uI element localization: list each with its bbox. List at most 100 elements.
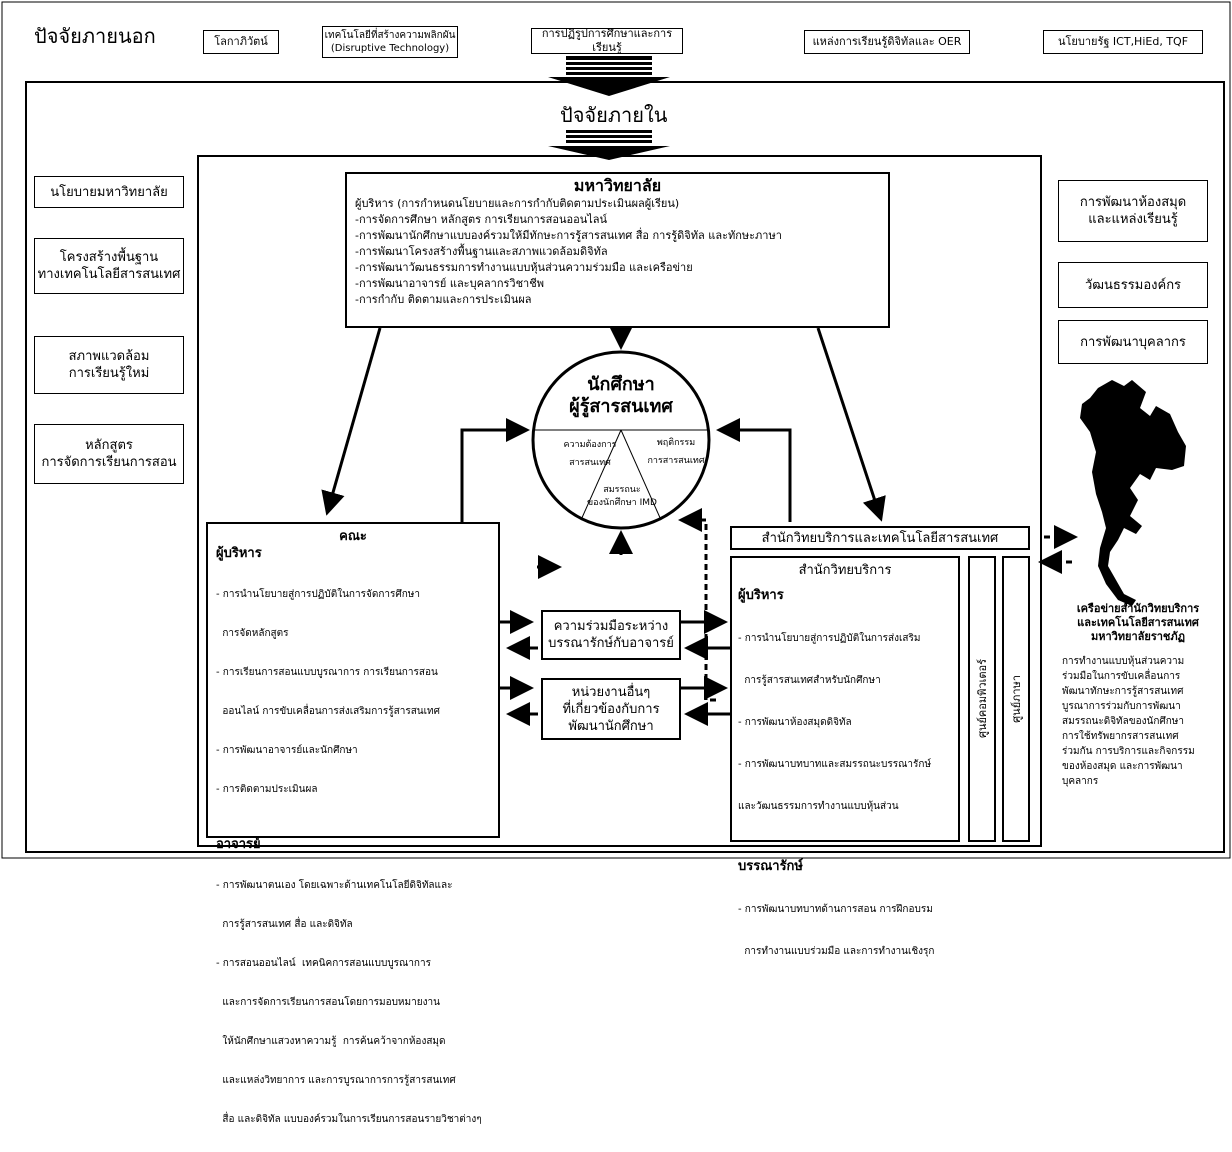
library-service-title: สำนักวิทยบริการ [798, 563, 892, 578]
university-line: -การกำกับ ติดตามและการประเมินผล [355, 293, 532, 306]
network-body-line: สมรรถนะดิจิทัลของนักศึกษา [1062, 716, 1184, 727]
network-title-line: และเทคโนโลยีสารสนเทศ [1077, 616, 1199, 629]
info-need-line2: สารสนเทศ [569, 458, 611, 468]
library-exec-item: - การพัฒนาบทบาทและสมรรถนะบรรณารักษ์ [738, 759, 932, 770]
library-development-box: การพัฒนาห้องสมุด และแหล่งเรียนรู้ [1058, 180, 1208, 242]
librarian-item: การทำงานแบบร่วมมือ และการทำงานเชิงรุก [738, 946, 935, 957]
disruptive-tech-label: เทคโนโลยีที่สร้างความพลิกผัน [324, 30, 456, 41]
it-infrastructure-label-2: ทางเทคโนโลยีสารสนเทศ [37, 267, 181, 282]
university-policy-box: นโยบายมหาวิทยาลัย [34, 176, 184, 208]
disruptive-tech-box: เทคโนโลยีที่สร้างความพลิกผัน (Disruptive… [322, 26, 458, 58]
network-body-line: การใช้ทรัพยากรสารสนเทศ [1062, 731, 1179, 742]
faculty-teacher-item: และการจัดการเรียนการสอนโดยการมอบหมายงาน [216, 997, 440, 1008]
globalization-box: โลกาภิวัตน์ [203, 30, 279, 54]
network-body-line: บุคลากร [1062, 776, 1099, 787]
it-infrastructure-label-1: โครงสร้างพื้นฐาน [59, 250, 159, 265]
university-line: -การพัฒนานักศึกษาแบบองค์รวมให้มีทักษะการ… [355, 229, 782, 242]
gov-policy-box: นโยบายรัฐ ICT,HiEd, TQF [1043, 30, 1203, 54]
digital-oer-box: แหล่งการเรียนรู้ดิจิทัลและ OER [804, 30, 970, 54]
network-title-line: มหาวิทยาลัยราชภัฏ [1090, 630, 1186, 643]
faculty-teacher-item: - การสอนออนไลน์ เทคนิคการสอนแบบบูรณาการ [216, 958, 431, 969]
faculty-exec-heading: ผู้บริหาร [216, 546, 262, 561]
network-body-line: ร่วมมือในการขับเคลื่อนการ [1062, 671, 1181, 682]
faculty-exec-item: ออนไลน์ การขับเคลื่อนการส่งเสริมการรู้สา… [216, 706, 440, 717]
university-line: ผู้บริหาร (การกำหนดนโยบายและการกำกับติดต… [355, 197, 680, 210]
collab-line2: บรรณารักษ์กับอาจารย์ [548, 636, 674, 651]
faculty-exec-item: - การติดตามประเมินผล [216, 784, 318, 795]
info-need-segment: ความต้องการ สารสนเทศ [558, 436, 622, 472]
university-line: -การพัฒนาโครงสร้างพื้นฐานและสภาพแวดล้อมด… [355, 245, 608, 258]
org-culture-box: วัฒนธรรมองค์กร [1058, 262, 1208, 308]
library-exec-heading: ผู้บริหาร [738, 588, 784, 603]
faculty-teacher-item: และแหล่งวิทยาการ และการบูรณาการการรู้สาร… [216, 1075, 456, 1086]
globalization-label: โลกาภิวัตน์ [214, 35, 268, 48]
network-body-line: ของห้องสมุด และการพัฒนา [1062, 761, 1183, 772]
student-title-line1: นักศึกษา [587, 374, 655, 395]
student-title: นักศึกษา ผู้รู้สารสนเทศ [551, 374, 691, 418]
learning-environment-box: สภาพแวดล้อม การเรียนรู้ใหม่ [34, 336, 184, 394]
university-line: -การจัดการศึกษา หลักสูตร การเรียนการสอนอ… [355, 213, 608, 226]
computer-center-label: ศูนย์คอมพิวเตอร์ [975, 659, 989, 739]
language-center-label: ศูนย์ภาษา [1009, 675, 1023, 723]
learning-environment-label-2: การเรียนรู้ใหม่ [68, 366, 150, 381]
education-reform-box: การปฏิรูปการศึกษาและการเรียนรู้ [531, 27, 683, 54]
network-body-line: บูรณาการร่วมกับการพัฒนา [1062, 701, 1181, 712]
faculty-exec-item: - การเรียนการสอนแบบบูรณาการ การเรียนการส… [216, 667, 438, 678]
faculty-title: คณะ [339, 529, 367, 544]
collab-line1: ความร่วมมือระหว่าง [553, 619, 669, 634]
librarian-teacher-collab-box: ความร่วมมือระหว่าง บรรณารักษ์กับอาจารย์ [541, 610, 681, 660]
faculty-teacher-item: สื่อ และดิจิทัล แบบองค์รวมในการเรียนการส… [216, 1114, 482, 1125]
info-need-line1: ความต้องการ [563, 440, 617, 450]
office-header-label: สำนักวิทยบริการและเทคโนโลยีสารสนเทศ [761, 530, 999, 546]
external-factors-title: ปัจจัยภายนอก [34, 24, 156, 48]
faculty-box: คณะ ผู้บริหาร - การนำนโยบายสู่การปฏิบัติ… [206, 522, 500, 1125]
university-box: มหาวิทยาลัย ผู้บริหาร (การกำหนดนโยบายและ… [345, 172, 890, 328]
diagram-graphics [1, 1, 1231, 859]
faculty-exec-item: - การนำนโยบายสู่การปฏิบัติในการจัดการศึก… [216, 589, 420, 600]
university-title: มหาวิทยาลัย [573, 176, 662, 195]
staff-development-box: การพัฒนาบุคลากร [1058, 320, 1208, 364]
library-service-box: สำนักวิทยบริการ ผู้บริหาร - การนำนโยบายส… [730, 556, 960, 957]
network-body-line: การทำงานแบบหุ้นส่วนความ [1062, 656, 1185, 667]
network-title-line: เครือข่ายสำนักวิทยบริการ [1076, 602, 1200, 615]
network-block: เครือข่ายสำนักวิทยบริการ และเทคโนโลยีสาร… [1052, 602, 1224, 789]
it-infrastructure-box: โครงสร้างพื้นฐาน ทางเทคโนโลยีสารสนเทศ [34, 238, 184, 294]
learning-environment-label-1: สภาพแวดล้อม [68, 349, 150, 364]
network-body-line: พัฒนาทักษะการรู้สารสนเทศ [1062, 686, 1184, 697]
internal-to-university-arrow [548, 130, 670, 160]
curriculum-label-1: หลักสูตร [85, 438, 133, 453]
librarian-item: - การพัฒนาบทบาทด้านการสอน การฝึกอบรม [738, 904, 933, 915]
internal-factors-title: ปัจจัยภายใน [560, 103, 668, 127]
librarian-heading: บรรณารักษ์ [738, 859, 803, 874]
computer-center-box: ศูนย์คอมพิวเตอร์ [968, 556, 996, 842]
library-exec-item: - การนำนโยบายสู่การปฏิบัติในการส่งเสริม [738, 633, 921, 644]
digital-oer-label: แหล่งการเรียนรู้ดิจิทัลและ OER [812, 35, 962, 48]
competency-line2: ของนักศึกษา IMD [587, 498, 657, 508]
competency-line1: สมรรถนะ [603, 485, 641, 495]
university-line: -การพัฒนาวัฒนธรรมการทำงานแบบหุ้นส่วนความ… [355, 261, 693, 274]
other-units-line3: พัฒนานักศึกษา [568, 718, 654, 734]
student-title-line2: ผู้รู้สารสนเทศ [569, 396, 673, 417]
curriculum-box: หลักสูตร การจัดการเรียนการสอน [34, 424, 184, 484]
library-exec-item: - การพัฒนาห้องสมุดดิจิทัล [738, 717, 852, 728]
other-units-box: หน่วยงานอื่นๆ ที่เกี่ยวข้องกับการ พัฒนาน… [541, 678, 681, 740]
library-exec-item: และวัฒนธรรมการทำงานแบบหุ้นส่วน [738, 801, 899, 812]
faculty-teacher-heading: อาจารย์ [216, 837, 261, 852]
info-behavior-segment: พฤติกรรม การสารสนเทศ [640, 434, 712, 470]
language-center-box: ศูนย์ภาษา [1002, 556, 1030, 842]
network-body-line: ร่วมกัน การบริการและกิจกรรม [1062, 746, 1195, 757]
education-reform-label: การปฏิรูปการศึกษาและการเรียนรู้ [541, 27, 673, 54]
info-behavior-line1: พฤติกรรม [656, 438, 696, 448]
office-header-box: สำนักวิทยบริการและเทคโนโลยีสารสนเทศ [730, 526, 1030, 550]
curriculum-label-2: การจัดการเรียนการสอน [41, 455, 177, 470]
faculty-exec-item: การจัดหลักสูตร [216, 628, 289, 639]
other-units-line1: หน่วยงานอื่นๆ [571, 684, 651, 700]
disruptive-tech-sub: (Disruptive Technology) [330, 43, 450, 54]
library-development-label-1: การพัฒนาห้องสมุด [1079, 195, 1187, 210]
library-development-label-2: และแหล่งเรียนรู้ [1088, 212, 1178, 227]
university-line: -การพัฒนาอาจารย์ และบุคลากรวิชาชีพ [355, 277, 544, 290]
faculty-exec-item: - การพัฒนาอาจารย์และนักศึกษา [216, 745, 358, 756]
staff-development-label: การพัฒนาบุคลากร [1080, 334, 1186, 350]
gov-policy-label: นโยบายรัฐ ICT,HiEd, TQF [1057, 35, 1189, 48]
faculty-teacher-item: การรู้สารสนเทศ สื่อ และดิจิทัล [216, 919, 353, 930]
